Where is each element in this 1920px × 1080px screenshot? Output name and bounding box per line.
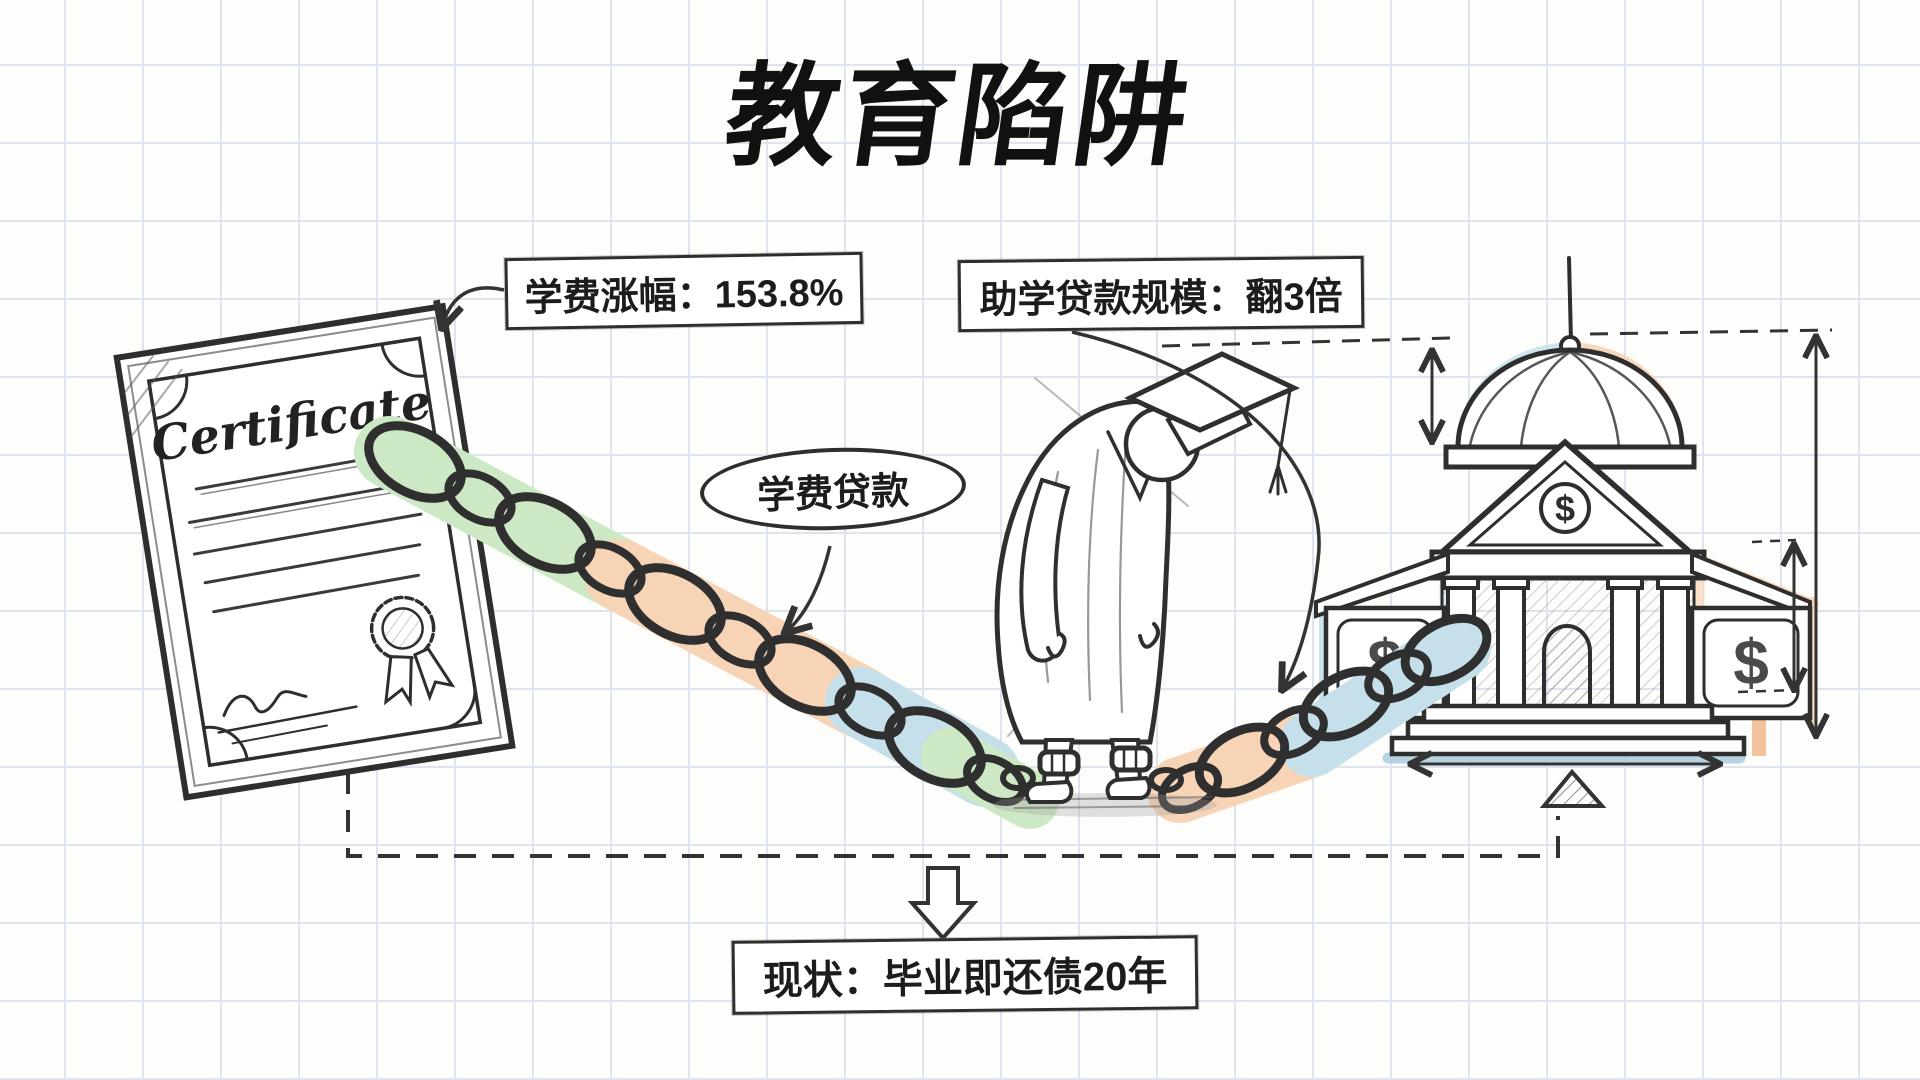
arrow-to-certificate xyxy=(443,286,505,324)
down-arrow-icon xyxy=(907,866,979,942)
graduate-hand-left xyxy=(1046,632,1067,659)
bank-steps xyxy=(1389,703,1747,757)
page-title: 教育陷阱 xyxy=(717,54,1200,179)
bank-right-wing: $ xyxy=(1689,551,1813,721)
graduate-illustration xyxy=(993,351,1300,817)
certificate-illustration: Certificate xyxy=(113,302,516,801)
certificate-seal xyxy=(369,595,456,708)
graduate-hand-right xyxy=(1138,622,1160,649)
dashed-bracket xyxy=(346,772,1560,858)
pediment-dollar-icon: $ xyxy=(1555,488,1575,529)
cap-tassel xyxy=(1268,464,1288,496)
chain-illustration xyxy=(364,421,1492,814)
loan-scale-label: 助学贷款规模：翻3倍 xyxy=(957,255,1365,333)
graduate-boot-left xyxy=(1024,779,1074,804)
position-marker-triangle xyxy=(1539,768,1607,808)
right-wing-dollar-icon: $ xyxy=(1733,626,1769,698)
arrow-to-bank-chain xyxy=(1071,330,1321,686)
ankle-shackles xyxy=(1000,745,1184,793)
status-label: 现状：毕业即还债20年 xyxy=(731,935,1199,1015)
graduate-boot-right xyxy=(1105,775,1152,800)
certificate-corner-hatching xyxy=(123,355,183,438)
bank-columns xyxy=(1442,576,1694,708)
bank-door xyxy=(1542,624,1592,708)
annotation-arrows xyxy=(443,286,1321,942)
dimension-lines xyxy=(346,328,1833,858)
gown-sleeve xyxy=(1019,477,1071,663)
dome-meridians xyxy=(1468,350,1672,449)
arrow-from-bubble xyxy=(788,545,832,630)
graduation-cap xyxy=(1124,351,1300,496)
tuition-increase-label: 学费涨幅：153.8% xyxy=(504,251,864,331)
certificate-signature xyxy=(217,690,358,745)
